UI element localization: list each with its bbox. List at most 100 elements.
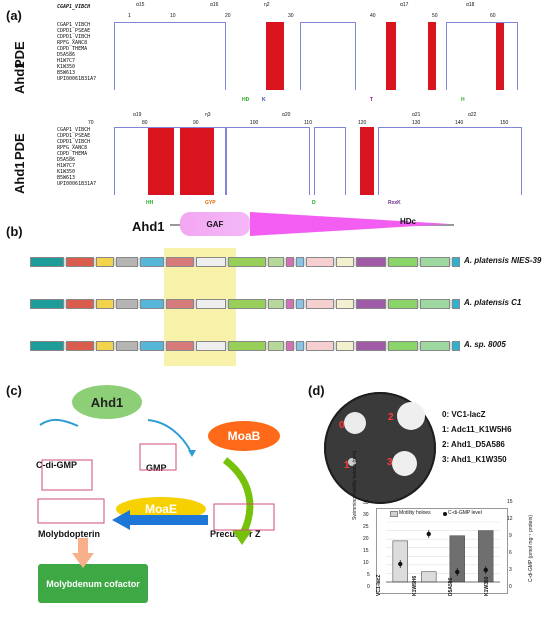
y-tick-35: 35 xyxy=(363,500,369,506)
top-header: CGAP1_VIBCH xyxy=(57,4,91,10)
gaf-domain: GAF xyxy=(180,212,250,236)
cdigmp-label: C-di-GMP xyxy=(36,460,77,470)
bottom-row-10: UPI00061B31A7 xyxy=(57,181,97,187)
moab-bubble: MoaB xyxy=(208,421,280,451)
motility-bar xyxy=(421,571,437,583)
top-motif-5: α18 xyxy=(466,2,475,8)
marker-h: H xyxy=(461,97,465,103)
bottom-num-120: 120 xyxy=(358,120,367,126)
y2-tick-6: 6 xyxy=(509,550,512,556)
top-motif-2: α16 xyxy=(210,2,219,8)
bottom-num-80: 80 xyxy=(142,120,148,126)
y2-tick-9: 9 xyxy=(509,533,512,539)
panel-c-label: (c) xyxy=(6,383,22,398)
plate-legend-3: 3: Ahd1_K1W350 xyxy=(442,455,507,464)
y-tick-30: 30 xyxy=(363,512,369,518)
gene-row-3: A. sp. 8005 xyxy=(30,334,506,358)
bottom-row-2: CDPD1_PSEAE xyxy=(57,133,91,139)
top-num-60: 60 xyxy=(490,13,496,19)
legend-cdigmp: C-di-GMP level xyxy=(448,510,482,516)
y-tick-25: 25 xyxy=(363,524,369,530)
pathway-arrow-2 xyxy=(147,419,191,451)
bottom-row-6: D5A586 xyxy=(57,157,76,163)
pathway-arrowhead-2 xyxy=(188,450,196,457)
motility-bar xyxy=(478,530,494,583)
plate-label-1: 1 xyxy=(344,460,350,471)
domain-label: Ahd1 xyxy=(132,219,165,234)
plate-legend-1: 1: Adc11_K1W5H6 xyxy=(442,425,512,434)
ahd1-bubble: Ahd1 xyxy=(72,385,142,419)
y-tick-15: 15 xyxy=(363,548,369,554)
top-row-2: CDPD1_PSEAE xyxy=(57,28,91,34)
strain-1: A. platensis NIES-39 xyxy=(464,256,542,265)
y2-tick-15: 15 xyxy=(507,499,513,505)
x-label-k1w5h6: K1W5H6 xyxy=(412,575,418,596)
plate-label-0: 0 xyxy=(339,420,345,431)
plate-hole-0 xyxy=(344,412,366,434)
bottom-row-8: K1W350 xyxy=(57,169,76,175)
marker-rxxk: RxxK xyxy=(388,200,401,206)
bottom-num-140: 140 xyxy=(455,120,464,126)
x-label-d5a586: D5A586 xyxy=(448,577,454,596)
bottom-num-130: 130 xyxy=(412,120,421,126)
top-row-8: K1W350 xyxy=(57,64,76,70)
precursor-structure xyxy=(213,503,275,531)
bottom-num-90: 90 xyxy=(193,120,199,126)
marker-d: D xyxy=(312,200,316,206)
y-tick-20: 20 xyxy=(363,536,369,542)
pathway-arrow-1 xyxy=(39,418,79,427)
bottom-motif-4: α21 xyxy=(412,112,421,118)
gene-row-2: A. platensis C1 xyxy=(30,292,521,316)
top-row-6: D5A586 xyxy=(57,52,76,58)
top-motif-1: α15 xyxy=(136,2,145,8)
plate-hole-1 xyxy=(348,458,356,466)
top-row-3: CDPD1_VIBCH xyxy=(57,34,91,40)
top-num-40: 40 xyxy=(370,13,376,19)
x-label-k1w350: K1W350 xyxy=(484,576,490,596)
gmp-structure xyxy=(139,443,177,471)
y-axis-label: Swimming motility holoes (mm) xyxy=(352,450,358,520)
bottom-ahd1-label: Ahd1 xyxy=(12,161,27,195)
y-tick-0: 0 xyxy=(367,584,370,590)
bottom-num-150: 150 xyxy=(500,120,509,126)
pathway-arrow-3 xyxy=(222,457,254,537)
top-motif-3: η2 xyxy=(264,2,270,8)
plate-hole-3 xyxy=(392,451,417,476)
top-row-7: H1W7C7 xyxy=(57,58,76,64)
marker-hh: HH xyxy=(146,200,154,206)
bottom-num-100: 100 xyxy=(250,120,259,126)
y2-tick-3: 3 xyxy=(509,567,512,573)
bottom-alignment-block xyxy=(56,127,526,195)
bottom-row-4: RPFG_XANC8 xyxy=(57,145,88,151)
bottom-row-9: B5W613 xyxy=(57,175,76,181)
top-ahd1-label: Ahd1 xyxy=(12,61,27,95)
strain-3: A. sp. 8005 xyxy=(464,340,506,349)
cdigmp-structure xyxy=(41,459,93,491)
y2-tick-12: 12 xyxy=(507,516,513,522)
plate-label-3: 3 xyxy=(387,457,393,468)
dashed-arrow-2 xyxy=(72,553,94,568)
bottom-motif-3: α20 xyxy=(282,112,291,118)
dashed-arrow-1 xyxy=(78,538,88,553)
legend-swatch-motility xyxy=(390,511,398,517)
hdc-wedge xyxy=(250,212,450,236)
pathway-arrowhead-3 xyxy=(232,530,252,545)
strain-2: A. platensis C1 xyxy=(464,298,522,307)
bottom-row-3: CDPD1_VIBCH xyxy=(57,139,91,145)
bottom-num-70: 70 xyxy=(88,120,94,126)
marker-hd: HD xyxy=(242,97,250,103)
bottom-motif-2: η3 xyxy=(205,112,211,118)
bar-chart xyxy=(386,521,500,583)
molybdopterin-label: Molybdopterin xyxy=(38,529,100,539)
top-motif-4: α17 xyxy=(400,2,409,8)
hdc-domain: HDc xyxy=(400,217,417,226)
top-row-4: RPFG_XANC8 xyxy=(57,40,88,46)
bottom-row-1: CGAP1_VIBCH xyxy=(57,127,91,133)
top-row-1: CGAP1_VIBCH xyxy=(57,22,91,28)
plate-label-2: 2 xyxy=(388,412,394,423)
bottom-motif-1: α19 xyxy=(133,112,142,118)
bottom-motif-5: α22 xyxy=(468,112,477,118)
y-tick-10: 10 xyxy=(363,560,369,566)
marker-t: T xyxy=(370,97,374,103)
gmp-label: GMP xyxy=(146,463,167,473)
